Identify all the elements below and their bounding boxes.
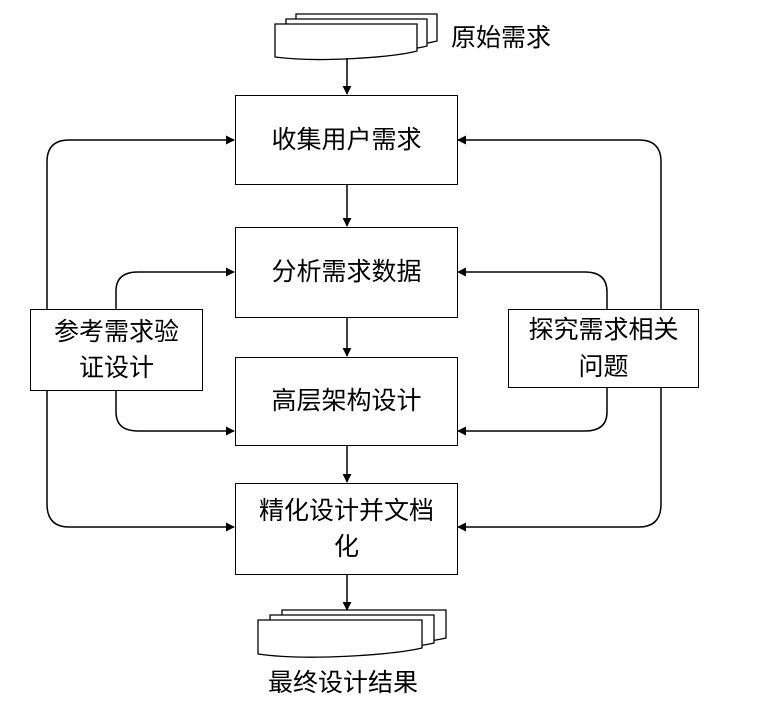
step-collect-label: 收集用户需求 <box>271 124 422 154</box>
step-collect-box: 收集用户需求 <box>235 95 458 185</box>
step-refine-box: 精化设计并文档化 <box>235 483 458 575</box>
step-architecture-label: 高层架构设计 <box>271 386 422 416</box>
input-label: 原始需求 <box>451 23 552 52</box>
output-document-icon <box>257 609 447 658</box>
step-architecture-box: 高层架构设计 <box>235 357 458 446</box>
side-explore-label: 探究需求相关问题 <box>528 315 679 381</box>
step-analyze-box: 分析需求数据 <box>235 227 458 318</box>
input-document-icon <box>274 13 438 61</box>
side-verify-box: 参考需求验证设计 <box>30 309 203 391</box>
side-verify-label: 参考需求验证设计 <box>53 316 179 382</box>
loop-explore-collect <box>457 135 666 317</box>
loop-verify-collect <box>42 135 235 317</box>
loop-explore-analyze <box>457 267 612 317</box>
side-explore-box: 探究需求相关问题 <box>508 309 699 388</box>
loop-explore-refine <box>457 379 666 532</box>
loop-explore-architecture <box>457 379 612 436</box>
step-refine-label: 精化设计并文档化 <box>258 495 434 561</box>
loop-verify-analyze <box>111 267 235 317</box>
step-analyze-label: 分析需求数据 <box>271 257 422 287</box>
loop-verify-refine <box>42 382 235 532</box>
loop-verify-architecture <box>111 382 235 436</box>
output-label: 最终设计结果 <box>268 668 419 697</box>
